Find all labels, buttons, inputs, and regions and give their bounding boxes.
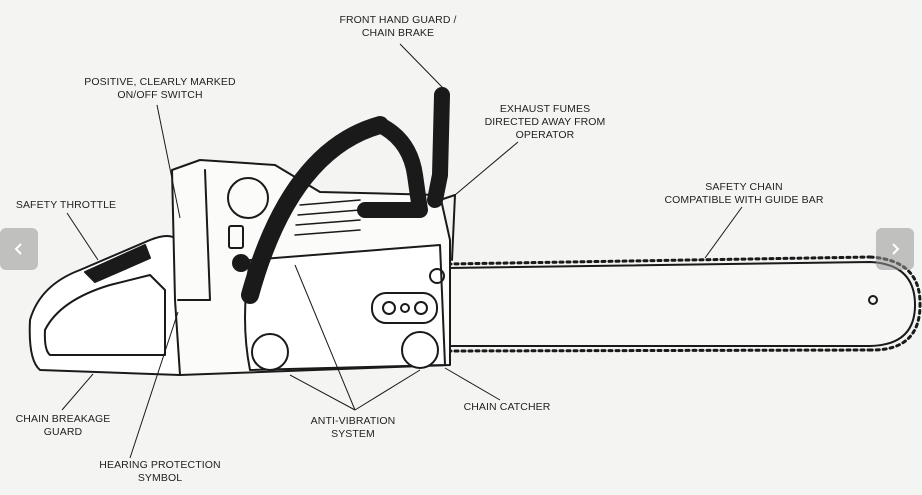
- label-line: CHAIN BRAKE: [361, 27, 435, 39]
- label-line: CHAIN CATCHER: [463, 401, 551, 413]
- label-line: POSITIVE, CLEARLY MARKED: [84, 76, 236, 88]
- label-line: SAFETY THROTTLE: [15, 199, 117, 211]
- label-line: GUARD: [43, 426, 83, 438]
- av-mount-front: [401, 331, 439, 369]
- label-line: ON/OFF SWITCH: [117, 89, 203, 101]
- next-button[interactable]: [876, 228, 914, 270]
- label-front-hand-guard: FRONT HAND GUARD / CHAIN BRAKE: [339, 14, 456, 40]
- front-handle: [241, 116, 389, 304]
- label-line: CHAIN BREAKAGE: [15, 413, 111, 425]
- label-line: DIRECTED AWAY FROM: [484, 116, 606, 128]
- saw-chain: [446, 255, 872, 266]
- label-exhaust-fumes: EXHAUST FUMES DIRECTED AWAY FROM OPERATO…: [485, 103, 606, 142]
- label-line: SAFETY CHAIN: [705, 181, 783, 193]
- label-chain-breakage-guard: CHAIN BREAKAGE GUARD: [16, 413, 111, 439]
- label-line: SYMBOL: [137, 472, 183, 484]
- guide-bar: [447, 261, 916, 347]
- label-line: HEARING PROTECTION: [99, 459, 221, 471]
- prev-button[interactable]: [0, 228, 38, 270]
- av-mount-rear: [251, 333, 289, 371]
- safety-throttle: [84, 244, 151, 283]
- rear-handle: [28, 235, 181, 376]
- label-safety-throttle: SAFETY THROTTLE: [16, 199, 116, 212]
- label-hearing-protection: HEARING PROTECTION SYMBOL: [99, 459, 220, 485]
- label-line: SYSTEM: [331, 428, 375, 440]
- label-line: OPERATOR: [515, 129, 575, 141]
- label-chain-catcher: CHAIN CATCHER: [464, 401, 551, 414]
- chain-brake: [427, 87, 450, 208]
- label-line: COMPATIBLE WITH GUIDE BAR: [664, 194, 824, 206]
- label-line: EXHAUST FUMES: [499, 103, 591, 115]
- chevron-left-icon: [14, 243, 22, 255]
- label-safety-chain: SAFETY CHAIN COMPATIBLE WITH GUIDE BAR: [664, 181, 823, 207]
- label-anti-vibration: ANTI-VIBRATION SYSTEM: [311, 415, 396, 441]
- chevron-right-icon: [892, 243, 900, 255]
- label-line: ANTI-VIBRATION: [310, 415, 396, 427]
- label-line: FRONT HAND GUARD /: [339, 14, 457, 26]
- label-on-off-switch: POSITIVE, CLEARLY MARKED ON/OFF SWITCH: [84, 76, 235, 102]
